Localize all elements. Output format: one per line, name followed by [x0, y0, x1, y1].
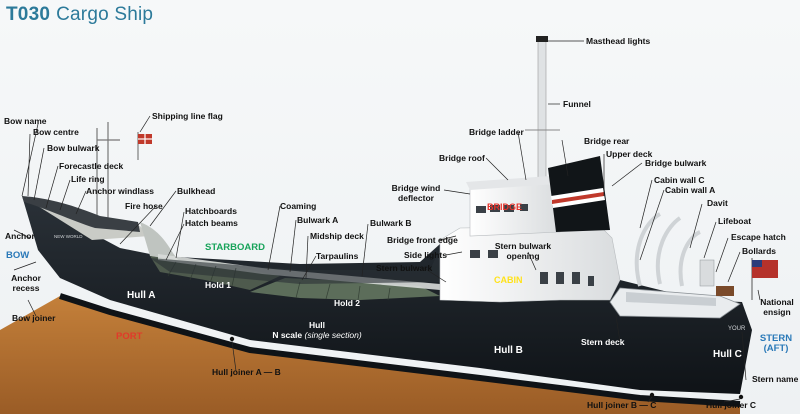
title-code: T030: [6, 4, 51, 25]
label-hull-joiner-ab: Hull joiner A — B: [212, 367, 281, 377]
label-bulwark-a: Bulwark A: [297, 215, 339, 225]
leader-lines: [13, 40, 761, 403]
label-anchor: Anchor: [5, 231, 35, 241]
superstructure: [439, 225, 621, 303]
label-stern-deck: Stern deck: [581, 337, 625, 347]
label-bridge-rear: Bridge rear: [584, 136, 630, 146]
label-anchor-windlass: Anchor windlass: [86, 186, 155, 196]
side-port: PORT: [116, 331, 143, 342]
label-bridge-front-edge: Bridge front edge: [387, 235, 458, 245]
label-hatch-beams: Hatch beams: [185, 218, 238, 228]
label-bulkhead: Bulkhead: [177, 186, 216, 196]
joint-markers: [229, 336, 744, 400]
label-bridge-ladder: Bridge ladder: [469, 127, 524, 137]
label-lifeboat: Lifeboat: [718, 216, 752, 226]
label-anchor-recess: Anchor recess: [4, 273, 48, 293]
label-hatchboards: Hatchboards: [185, 206, 237, 216]
label-funnel: Funnel: [563, 99, 591, 109]
label-side-lights: Side lights: [404, 250, 447, 260]
label-escape-hatch: Escape hatch: [731, 232, 786, 242]
area-hold1: Hold 1: [205, 280, 231, 290]
label-hull-joiner-c: Hull joiner C: [706, 400, 757, 410]
hull-note-section: (single section): [304, 330, 362, 340]
hull-note: Hull N scale (single section): [262, 320, 372, 340]
label-national-ensign: National ensign: [756, 297, 798, 317]
label-stern-name: Stern name: [752, 374, 799, 384]
label-cabin-wall-a: Cabin wall A: [665, 185, 716, 195]
label-bridge-wind-deflector: Bridge wind deflector: [388, 183, 444, 203]
label-bollards: Bollards: [742, 246, 777, 256]
stern-name-marking: YOUR: [728, 326, 746, 332]
label-bridge-bulwark: Bridge bulwark: [645, 158, 707, 168]
side-stern: STERN (AFT): [754, 334, 798, 354]
area-hull-c: Hull C: [713, 349, 742, 360]
label-forecastle-deck: Forecastle deck: [59, 161, 124, 171]
label-bow-joiner: Bow joiner: [12, 313, 56, 323]
label-bow-name: Bow name: [4, 116, 47, 126]
label-cabin-wall-c: Cabin wall C: [654, 175, 705, 185]
label-national-ensign-text: National ensign: [760, 297, 794, 317]
bow-bulwark: [22, 196, 140, 232]
national-ensign-art: [751, 258, 778, 300]
area-hull-a: Hull A: [127, 290, 156, 301]
label-coaming: Coaming: [280, 201, 317, 211]
label-bridge-roof: Bridge roof: [439, 153, 485, 163]
label-masthead-lights: Masthead lights: [586, 36, 651, 46]
label-fire-hose: Fire hose: [125, 201, 163, 211]
area-cabin: CABIN: [494, 275, 523, 285]
label-bow-bulwark: Bow bulwark: [47, 143, 100, 153]
label-midship-deck: Midship deck: [310, 231, 364, 241]
area-hold2: Hold 2: [334, 298, 360, 308]
label-bow-centre: Bow centre: [33, 127, 79, 137]
label-upper-deck: Upper deck: [606, 149, 653, 159]
bulwark-band: [150, 248, 450, 284]
label-life-ring: Life ring: [71, 174, 105, 184]
label-bulwark-b: Bulwark B: [370, 218, 412, 228]
area-hull-b: Hull B: [494, 345, 523, 356]
label-tarpaulins: Tarpaulins: [316, 251, 359, 261]
label-anchor-recess-text: Anchor recess: [11, 273, 41, 293]
label-stern-bulwark-opening-text: Stern bulwark opening: [494, 241, 552, 261]
label-hull-joiner-bc: Hull joiner B — C: [587, 400, 657, 410]
lifeboat-group: [609, 212, 741, 319]
side-starboard: STARBOARD: [205, 242, 265, 253]
boot-topping: [0, 296, 740, 414]
hull-note-line1: Hull: [308, 320, 326, 330]
shipping-line-flag-art: [137, 132, 152, 160]
hull-note-scale: N scale: [272, 330, 303, 340]
label-davit: Davit: [707, 198, 728, 208]
title-name: Cargo Ship: [56, 4, 154, 25]
label-stern-bulwark: Stern bulwark: [376, 263, 433, 273]
side-stern-label: STERN: [759, 333, 793, 344]
label-stern-bulwark-opening: Stern bulwark opening: [488, 241, 558, 261]
side-bow: BOW: [6, 250, 30, 261]
label-bridge-wind-deflector-text: Bridge wind deflector: [391, 183, 441, 203]
label-shipping-line-flag: Shipping line flag: [152, 111, 223, 121]
side-stern-aft: (AFT): [763, 343, 789, 354]
bow-name-marking: NEW WORLD: [54, 234, 83, 239]
area-bridge: BRIDGE: [487, 202, 523, 212]
